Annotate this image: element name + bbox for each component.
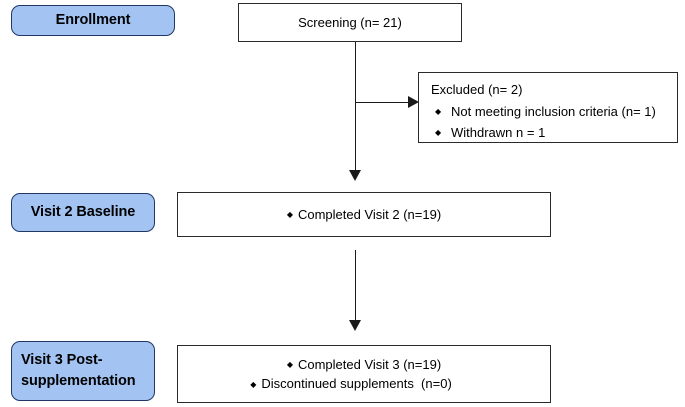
node-visit-2-outcome-text: Completed Visit 2 (n=19) <box>287 205 441 225</box>
connector-screening-to-excluded-line <box>354 101 413 104</box>
connector-screening-to-excluded-arrowhead <box>408 96 419 108</box>
node-screening-text: Screening (n= 21) <box>298 14 402 30</box>
stage-label-visit-2-baseline-text: Visit 2 Baseline <box>30 203 136 220</box>
node-excluded-heading: Excluded (n= 2) <box>431 82 523 97</box>
node-visit-2-outcome: Completed Visit 2 (n=19) <box>177 192 551 237</box>
stage-label-enrollment: Enrollment <box>11 5 175 36</box>
stage-label-visit-3-line-2: supplementation <box>21 373 136 389</box>
stage-label-visit-3-post-supplementation-text: Visit 3 Post- supplementation <box>21 350 136 392</box>
stage-label-visit-3-post-supplementation: Visit 3 Post- supplementation <box>11 341 155 401</box>
node-screening: Screening (n= 21) <box>238 3 462 42</box>
stage-label-visit-2-baseline: Visit 2 Baseline <box>11 193 155 232</box>
list-item: Not meeting inclusion criteria (n= 1) <box>431 102 667 122</box>
list-item: Withdrawn n = 1 <box>431 123 667 143</box>
node-excluded-list: Not meeting inclusion criteria (n= 1) Wi… <box>431 102 667 143</box>
stage-label-visit-3-line-1: Visit 3 Post- <box>21 351 103 368</box>
list-item: Discontinued supplements (n=0) <box>250 374 478 394</box>
connector-visit2-to-visit3-arrowhead <box>349 320 361 331</box>
node-visit-3-outcome: Completed Visit 3 (n=19) Discontinued su… <box>177 345 551 403</box>
node-excluded: Excluded (n= 2) Not meeting inclusion cr… <box>418 72 678 143</box>
connector-visit2-to-visit3-line <box>354 250 357 322</box>
stage-label-enrollment-text: Enrollment <box>55 11 131 28</box>
connector-screening-to-visit2-line <box>354 42 357 172</box>
connector-screening-to-visit2-arrowhead <box>349 170 361 181</box>
node-visit-3-outcome-list: Completed Visit 3 (n=19) Discontinued su… <box>250 355 478 394</box>
list-item: Completed Visit 3 (n=19) <box>250 355 478 375</box>
